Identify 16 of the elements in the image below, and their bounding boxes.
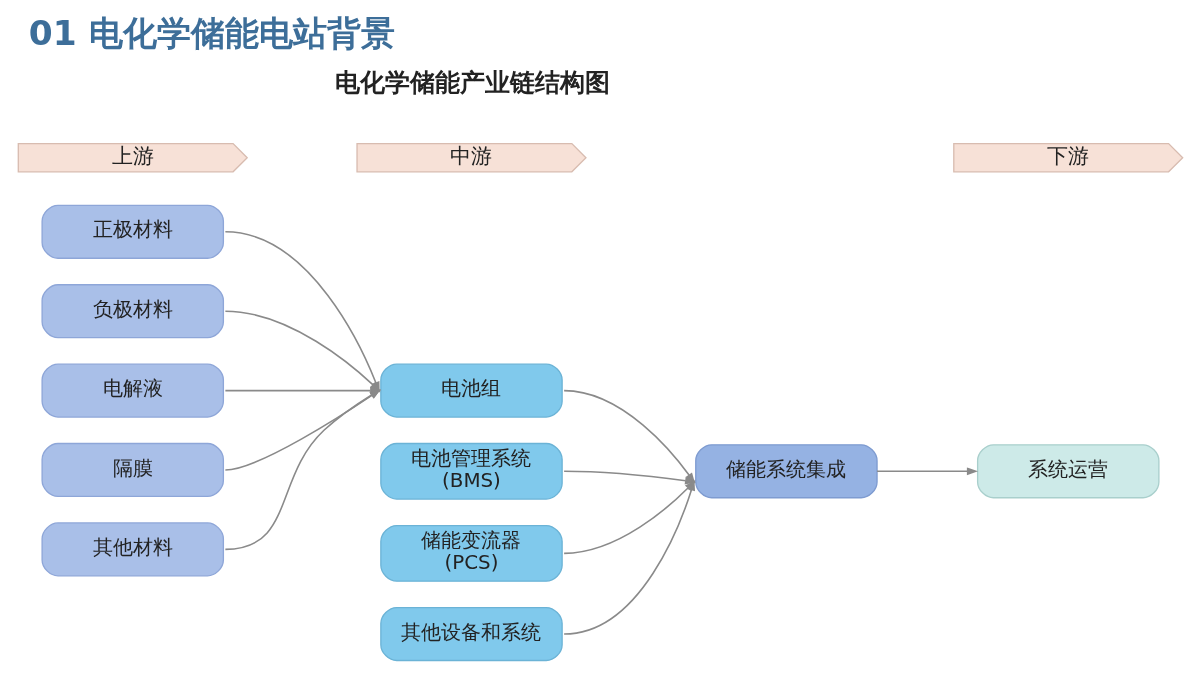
arrow	[224, 389, 381, 471]
node-box: 储能系统集成	[694, 444, 878, 499]
node-box: 其他设备和系统	[379, 606, 563, 662]
label: 电化学储能产业链结构图	[334, 68, 610, 98]
diagram-title: 01 电化学储能电站背景	[28, 12, 395, 53]
node-box: 系统运营	[976, 444, 1160, 499]
node-box: 储能变流器 (PCS)	[379, 524, 563, 582]
node-box: 负极材料	[40, 284, 224, 339]
arrow	[224, 389, 381, 551]
node-box: 其他材料	[40, 522, 224, 577]
node-box: 正极材料	[40, 204, 224, 259]
node-box: 电池组	[379, 363, 563, 418]
node-box: 电池管理系统 (BMS)	[379, 442, 563, 500]
arrow	[875, 467, 978, 476]
node-box: 隔膜	[40, 442, 224, 498]
node-box: 电解液	[40, 363, 224, 418]
